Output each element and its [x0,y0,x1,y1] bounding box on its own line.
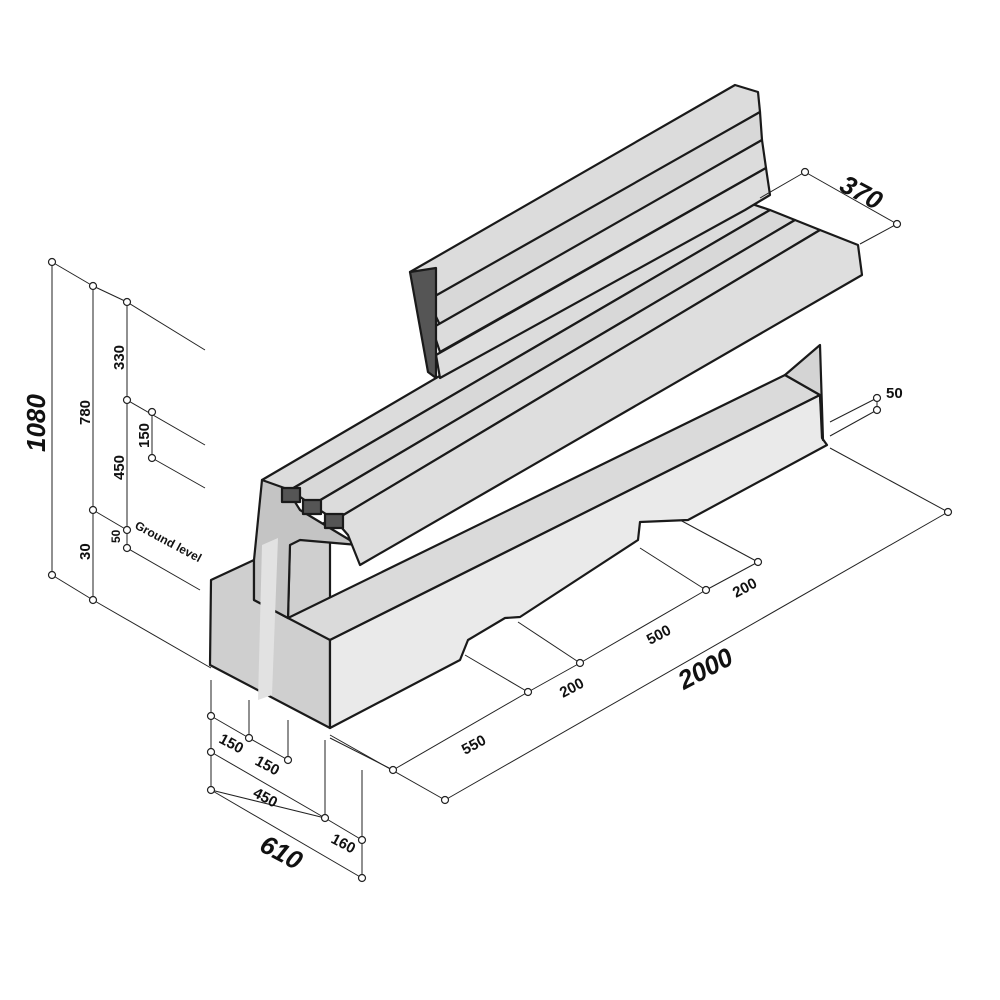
label-200-right: 200 [730,575,760,602]
label-1080: 1080 [21,394,51,452]
label-610: 610 [255,829,308,876]
label-2000: 2000 [672,641,739,695]
label-50-r: 50 [886,385,903,402]
backrest-end [408,266,438,380]
label-370: 370 [835,169,888,216]
seat-plank-4 [333,228,864,567]
label-550: 550 [459,732,489,759]
base-right-end [783,343,825,442]
label-330: 330 [111,345,128,370]
label-150-b: 150 [252,753,282,780]
label-150-a: 150 [216,731,246,758]
label-200-left: 200 [557,675,587,702]
label-30: 30 [77,543,94,560]
back-plank-4 [434,166,772,380]
dimension-lines [51,171,949,880]
label-150-h: 150 [136,423,153,448]
label-50-h: 50 [109,529,123,543]
support-highlight [258,538,278,700]
label-780: 780 [77,400,94,425]
label-450-w: 450 [250,785,280,812]
label-500: 500 [644,622,674,649]
dimension-nodes [47,167,953,883]
label-ground-level: Ground level [133,518,204,565]
label-450-h: 450 [111,455,128,480]
